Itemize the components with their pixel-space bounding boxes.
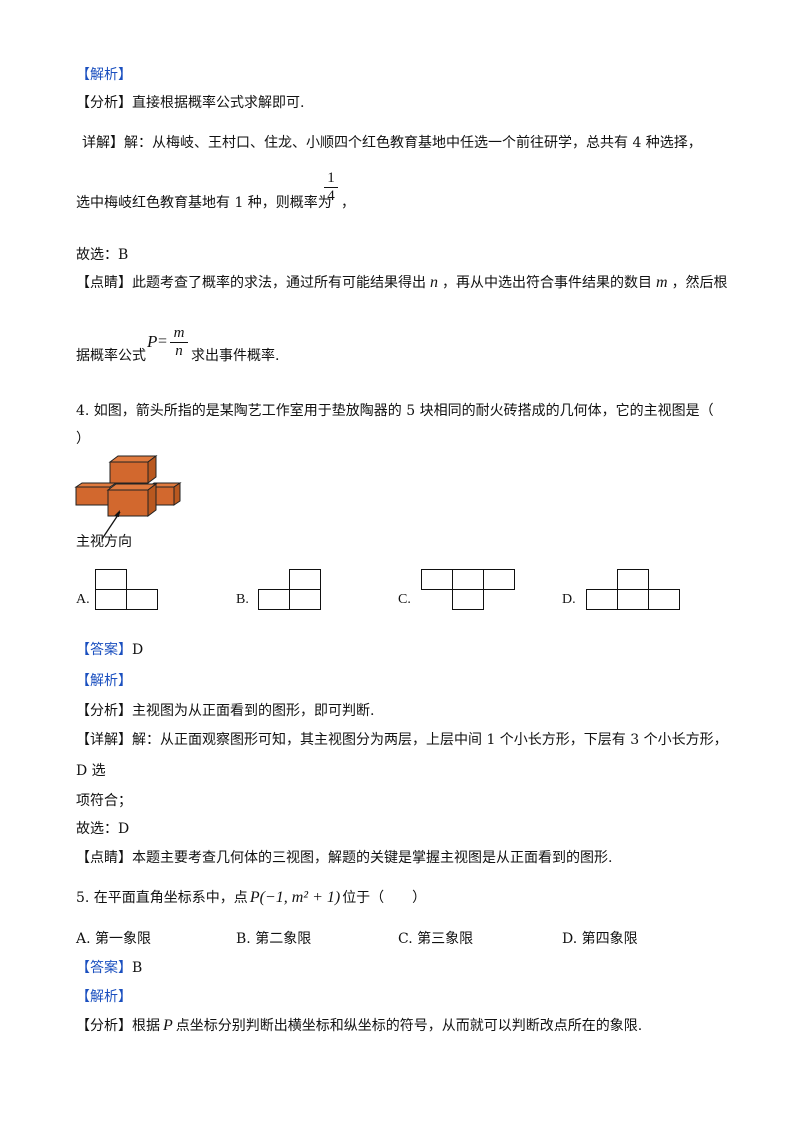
q3-var-m: m xyxy=(656,274,668,291)
q5-option-b: B. 第二象限 xyxy=(236,931,312,947)
q4-option-a: A. xyxy=(76,592,90,607)
q5-jiexi-tag: 【解析】 xyxy=(76,989,132,1005)
q3-formula-P: P xyxy=(147,332,158,351)
q3-formula-den: n xyxy=(170,342,188,360)
brick-left xyxy=(75,486,111,506)
q4-xiangjie-tag: 【详解】 xyxy=(76,732,132,748)
q4-stem-close: ） xyxy=(76,431,90,447)
q4-fenxi-text: 主视图为从正面看到的图形，即可判断. xyxy=(132,703,375,719)
q5-answer-line: 【答案】B xyxy=(76,959,142,977)
option-a-view xyxy=(95,569,158,610)
q3-formula-pre: 据概率公式 xyxy=(76,348,146,364)
option-b-view xyxy=(258,569,321,610)
q4-option-d: D. xyxy=(562,592,576,607)
q5-var-P: P xyxy=(163,1017,173,1034)
q3-formula-num: m xyxy=(173,325,185,341)
q4-fenxi-line: 【分析】主视图为从正面看到的图形，即可判断. xyxy=(76,702,374,720)
q3-dianjing-c: ，然后根 xyxy=(671,275,728,291)
brick-front xyxy=(107,489,149,517)
q5-option-a: A. 第一象限 xyxy=(76,931,152,947)
q5-option-c: C. 第三象限 xyxy=(398,931,474,947)
q3-frac-den: 4 xyxy=(324,187,338,205)
q4-xiangjie-line: 【详解】解：从正面观察图形可知，其主视图分为两层，上层中间 1 个小长方形，下层… xyxy=(76,731,728,749)
q3-fenxi-line: 【分析】直接根据概率公式求解即可. xyxy=(76,94,304,112)
brick-top xyxy=(109,461,149,484)
option-c-view xyxy=(421,569,515,610)
q3-jiexi-tag: 【解析】 xyxy=(76,67,132,83)
q5-option-d: D. 第四象限 xyxy=(562,931,638,947)
option-d-view xyxy=(586,569,680,610)
q4-xiangjie-c: 项符合； xyxy=(76,793,132,809)
q3-line2-text: 选中梅岐红色教育基地有 1 种，则概率为 xyxy=(76,195,332,211)
q3-line2-tail: ， xyxy=(341,195,355,211)
q4-dianjing-line: 【点睛】本题主要考查几何体的三视图，解题的关键是掌握主视图是从正面看到的图形. xyxy=(76,849,612,867)
q3-formula-fraction: m n xyxy=(170,325,188,360)
brick-figure xyxy=(74,455,182,540)
q4-guxuan: 故选：D xyxy=(76,821,130,837)
q5-stem-a: 5. 在平面直角坐标系中，点 xyxy=(76,890,248,906)
q5-fenxi-b: 点坐标分别判断出横坐标和纵坐标的符号，从而就可以判断改点所在的象限. xyxy=(175,1018,643,1034)
q3-frac-num: 1 xyxy=(327,170,335,186)
q4-xiangjie-text: 解：从正面观察图形可知，其主视图分为两层，上层中间 1 个小长方形，下层有 3 … xyxy=(132,732,728,748)
q5-answer-tag: 【答案】 xyxy=(76,960,132,976)
q3-formula-eq: = xyxy=(158,333,168,350)
q4-jiexi-tag: 【解析】 xyxy=(76,673,132,689)
q3-var-n: n xyxy=(430,274,438,291)
q3-formula-post: 求出事件概率. xyxy=(191,348,280,364)
q5-fenxi-tag: 【分析】 xyxy=(76,1018,132,1034)
q4-answer: D xyxy=(132,642,144,658)
q3-fraction: 1 4 xyxy=(324,170,338,205)
q3-fenxi-tag: 【分析】 xyxy=(76,95,132,111)
q4-view-label: 主视方向 xyxy=(76,534,132,550)
q4-stem: 4. 如图，箭头所指的是某陶艺工作室用于垫放陶器的 5 块相同的耐火砖搭成的几何… xyxy=(76,403,714,419)
q4-xiangjie-b: D 选 xyxy=(76,763,106,779)
q4-answer-tag: 【答案】 xyxy=(76,642,132,658)
q5-stem-b: 位于（ ） xyxy=(342,890,427,906)
q5-stem-formula: P(−1, m² + 1) xyxy=(249,889,341,906)
q3-line2: 选中梅岐红色教育基地有 1 种，则概率为 xyxy=(76,194,332,212)
q4-dianjing-text: 本题主要考查几何体的三视图，解题的关键是掌握主视图是从正面看到的图形. xyxy=(132,850,613,866)
q4-answer-line: 【答案】D xyxy=(76,641,143,659)
q3-dianjing-a: 此题考查了概率的求法，通过所有可能结果得出 xyxy=(132,275,426,291)
q4-option-c: C. xyxy=(398,592,411,607)
q4-dianjing-tag: 【点睛】 xyxy=(76,850,132,866)
q3-dianjing-b: ，再从中选出符合事件结果的数目 xyxy=(442,275,652,291)
q5-fenxi-a: 根据 xyxy=(132,1018,160,1034)
q4-fenxi-tag: 【分析】 xyxy=(76,703,132,719)
q3-dianjing-tag: 【点睛】 xyxy=(76,275,132,291)
q3-xiangjie-line: 详解】解：从梅岐、王村口、住龙、小顺四个红色教育基地中任选一个前往研学，总共有 … xyxy=(82,135,702,151)
q3-guxuan: 故选：B xyxy=(76,247,129,263)
q5-answer: B xyxy=(132,960,143,976)
q3-fenxi-text: 直接根据概率公式求解即可. xyxy=(132,95,305,111)
q4-option-b: B. xyxy=(236,592,249,607)
